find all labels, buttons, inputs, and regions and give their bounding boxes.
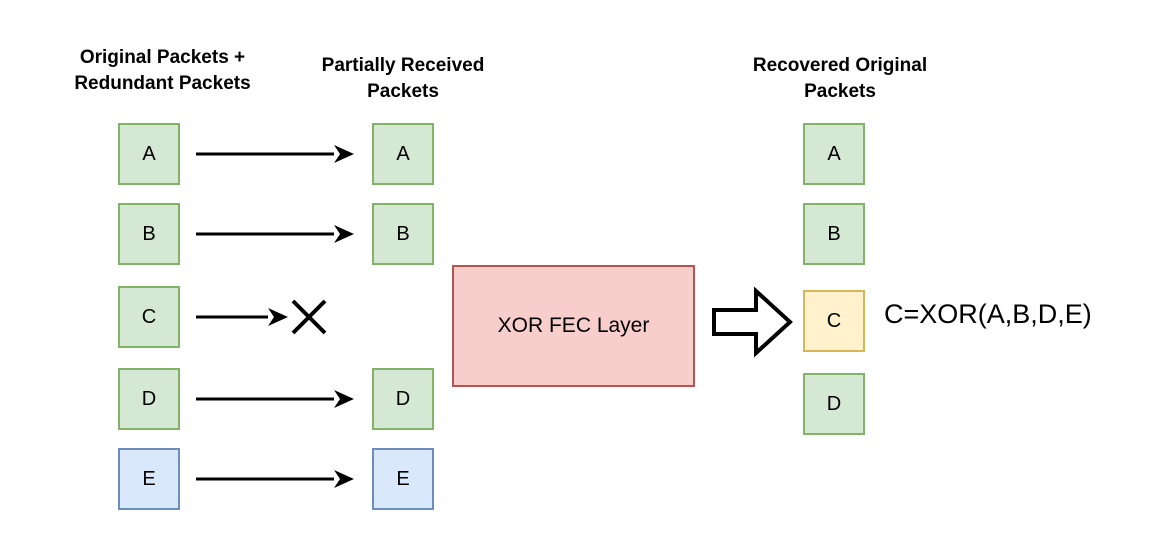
packet-label: B <box>396 222 410 245</box>
packet-label: D <box>395 387 411 410</box>
packet-label: A <box>142 142 156 165</box>
packet-box-partial-e: E <box>372 448 434 510</box>
column-title-original-packets: Original Packets + Redundant Packets <box>74 47 251 94</box>
packet-label: C <box>826 309 842 332</box>
packet-label: A <box>827 142 841 165</box>
packet-box-original-c: C <box>118 286 180 348</box>
packet-box-original-d: D <box>118 368 180 430</box>
packet-box-original-b: B <box>118 203 180 265</box>
column-title-partially-received-packets: Partially Received Packets <box>321 55 485 102</box>
packet-label: D <box>141 387 157 410</box>
packet-label: B <box>142 222 156 245</box>
packet-loss-x-icon <box>291 299 327 335</box>
packet-label: B <box>827 222 841 245</box>
column-title-recovered-original-packets: Recovered Original Packets <box>752 55 928 102</box>
recovery-block-arrow-icon <box>712 286 793 358</box>
packet-box-partial-d: D <box>372 368 434 430</box>
xor-fec-layer-label: XOR FEC Layer <box>497 314 650 337</box>
packet-box-recovered-c: C <box>803 290 865 352</box>
transmission-arrow-a <box>196 145 354 163</box>
packet-box-partial-a: A <box>372 123 434 185</box>
packet-label: E <box>396 467 410 490</box>
packet-label: C <box>141 305 157 328</box>
packet-box-recovered-a: A <box>803 123 865 185</box>
transmission-arrow-e <box>196 470 354 488</box>
packet-box-original-e: E <box>118 448 180 510</box>
xor-recovery-formula: C=XOR(A,B,D,E) <box>884 299 1092 329</box>
transmission-arrow-c-lost <box>196 308 288 326</box>
packet-box-partial-b: B <box>372 203 434 265</box>
packet-box-recovered-b: B <box>803 203 865 265</box>
packet-box-recovered-d: D <box>803 373 865 435</box>
packet-label: E <box>142 467 156 490</box>
transmission-arrow-d <box>196 390 354 408</box>
transmission-arrow-b <box>196 225 354 243</box>
packet-box-original-a: A <box>118 123 180 185</box>
xor-fec-layer-box: XOR FEC Layer <box>452 265 695 387</box>
packet-label: D <box>826 392 842 415</box>
packet-label: A <box>396 142 410 165</box>
